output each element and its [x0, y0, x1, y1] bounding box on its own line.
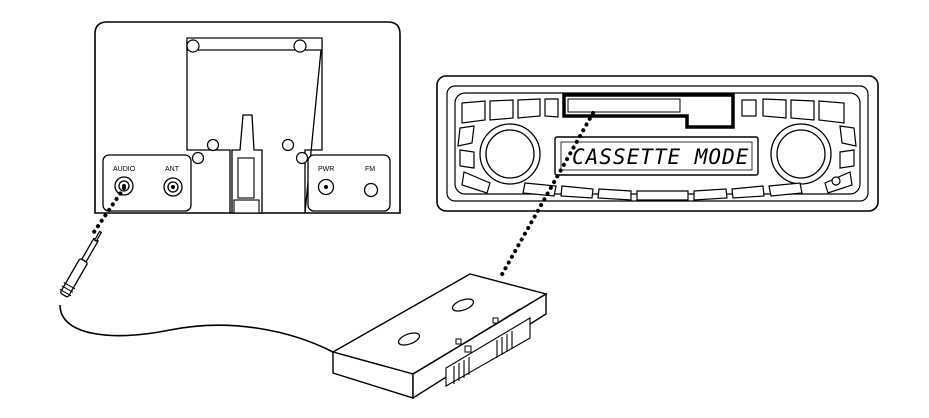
- fm-port-label: FM: [365, 166, 375, 173]
- cassette-insert-guide: [498, 111, 595, 280]
- car-stereo: CASSETTE MODE: [436, 75, 879, 212]
- display-mode-text: CASSETTE MODE: [572, 145, 749, 169]
- audio-connection-guide: [92, 186, 126, 234]
- left-port-panel: [102, 154, 192, 212]
- pwr-port-label: PWR: [318, 166, 334, 173]
- fm-jack: [363, 182, 379, 198]
- ant-port-label: ANT: [165, 166, 180, 173]
- ant-jack: [163, 177, 183, 197]
- right-port-panel: [307, 154, 391, 212]
- left-volume-knob: [479, 123, 541, 185]
- pwr-jack: [317, 178, 335, 196]
- portable-device-back: AUDIO ANT PWR FM: [94, 21, 401, 214]
- audio-cable: [59, 304, 334, 353]
- cassette-adapter: [331, 273, 548, 400]
- right-tuning-knob: [770, 123, 832, 185]
- stereo-preset-buttons: [461, 171, 853, 201]
- stereo-upper-buttons: [457, 98, 857, 169]
- reset-button-icon: [831, 176, 841, 186]
- audio-plug: [59, 230, 103, 298]
- audio-port-label: AUDIO: [113, 166, 136, 173]
